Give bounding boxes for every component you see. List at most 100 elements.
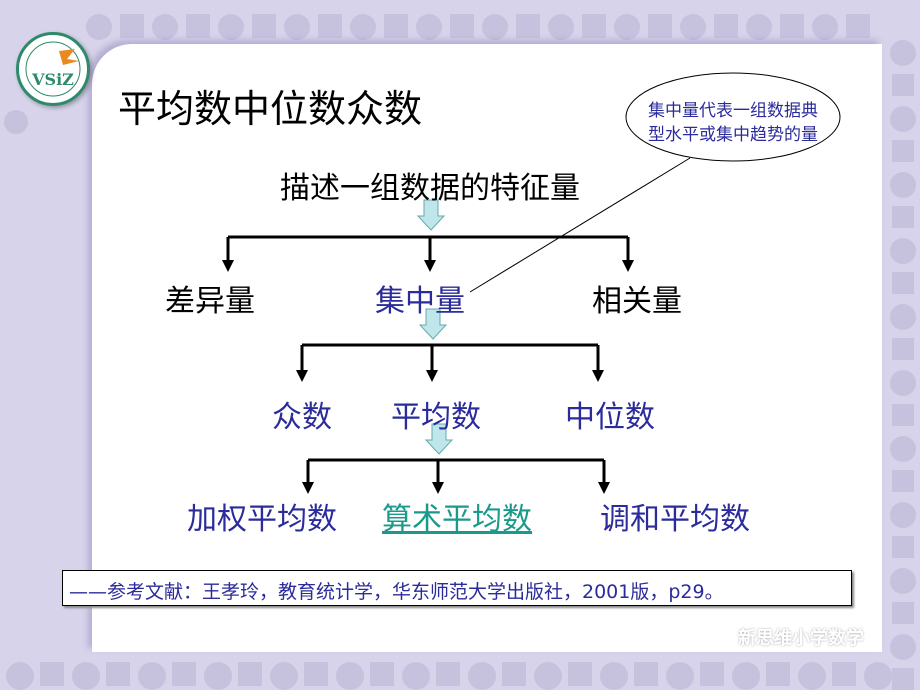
frame-decoration [350, 14, 376, 40]
frame-decoration [436, 662, 460, 686]
frame-decoration [732, 662, 760, 690]
frame-decoration [186, 14, 210, 38]
reference-text: ——参考文献：王孝玲，教育统计学，华东师范大学出版社，2001版，p29。 [69, 581, 724, 603]
frame-decoration [402, 662, 430, 690]
page-title: 平均数中位数众数 [118, 87, 423, 131]
frame-decoration [890, 502, 916, 528]
frame-decoration [766, 662, 790, 686]
frame-decoration [502, 662, 526, 686]
frame-decoration [468, 662, 496, 690]
frame-decoration [172, 662, 196, 686]
callout-line-1: 集中量代表一组数据典 [648, 101, 818, 121]
frame-decoration [892, 140, 914, 162]
frame-decoration [600, 662, 628, 690]
node-mode: 众数 [272, 400, 332, 435]
frame-decoration [812, 14, 838, 40]
frame-decoration [106, 662, 130, 686]
frame-decoration [318, 14, 342, 38]
frame-decoration [120, 14, 144, 38]
frame-decoration [666, 662, 694, 690]
reference-box: ——参考文献：王孝玲，教育统计学，华东师范大学出版社，2001版，p29。 [62, 570, 852, 606]
frame-decoration [304, 662, 328, 686]
node-mean: 平均数 [391, 400, 481, 435]
frame-decoration [384, 14, 408, 38]
frame-decoration [892, 602, 914, 624]
frame-decoration [890, 40, 916, 66]
svg-text:VSiZ: VSiZ [31, 70, 74, 89]
node-dispersion: 差异量 [165, 284, 255, 319]
frame-decoration [890, 568, 916, 594]
frame-decoration [238, 662, 262, 686]
block-arrow-3 [424, 423, 454, 455]
frame-decoration [746, 14, 772, 40]
node-central-tendency: 集中量 [375, 284, 465, 319]
node-arithmetic-mean-link[interactable]: 算术平均数 [382, 502, 532, 537]
frame-decoration [892, 470, 914, 492]
node-weighted-mean: 加权平均数 [187, 502, 337, 537]
frame-decoration [892, 404, 914, 426]
frame-decoration [890, 370, 916, 396]
frame-decoration [890, 304, 916, 330]
frame-decoration [516, 14, 540, 38]
frame-decoration [72, 662, 100, 690]
root-node: 描述一组数据的特征量 [280, 171, 580, 206]
frame-decoration [890, 106, 916, 132]
frame-decoration [890, 634, 916, 660]
frame-decoration [892, 668, 914, 690]
frame-decoration [648, 14, 672, 38]
frame-decoration [482, 14, 508, 40]
watermark: 新思维小学数学 [738, 628, 864, 649]
logo-emblem-icon: VSiZ [25, 41, 81, 97]
frame-decoration [890, 238, 916, 264]
frame-decoration [416, 14, 442, 40]
node-harmonic-mean: 调和平均数 [600, 502, 750, 537]
bracket-level2 [300, 343, 600, 372]
frame-decoration [892, 74, 914, 96]
frame-decoration [336, 662, 364, 690]
frame-decoration [568, 662, 592, 686]
frame-decoration [548, 14, 574, 40]
school-logo: VSiZ [16, 32, 90, 106]
frame-decoration [846, 14, 870, 38]
frame-decoration [892, 338, 914, 360]
frame-decoration [700, 662, 724, 686]
frame-decoration [270, 662, 298, 690]
frame-decoration [6, 662, 34, 690]
node-median: 中位数 [565, 400, 655, 435]
callout-line-2: 型水平或集中趋势的量 [648, 125, 818, 145]
frame-decoration [152, 14, 178, 40]
frame-decoration [680, 14, 706, 40]
frame-decoration [864, 662, 892, 690]
callout-bubble [625, 72, 841, 162]
block-arrow-1 [416, 199, 446, 231]
frame-decoration [450, 14, 474, 38]
frame-decoration [86, 14, 112, 40]
frame-decoration [4, 110, 28, 134]
frame-decoration [40, 662, 64, 686]
frame-decoration [890, 436, 916, 462]
frame-decoration [798, 662, 826, 690]
bracket-level1 [226, 235, 630, 262]
frame-decoration [890, 172, 916, 198]
frame-decoration [634, 662, 658, 686]
callout-pointer [469, 157, 691, 293]
frame-decoration [892, 536, 914, 558]
frame-decoration [714, 14, 738, 38]
frame-decoration [204, 662, 232, 690]
bracket-level3 [306, 458, 606, 484]
frame-decoration [832, 662, 856, 686]
frame-decoration [138, 662, 166, 690]
block-arrow-2 [418, 308, 448, 340]
frame-decoration [892, 272, 914, 294]
frame-decoration [252, 14, 276, 38]
frame-decoration [534, 662, 562, 690]
frame-decoration [218, 14, 244, 40]
node-correlation: 相关量 [592, 284, 682, 319]
frame-decoration [614, 14, 640, 40]
frame-decoration [582, 14, 606, 38]
frame-decoration [780, 14, 804, 38]
frame-decoration [892, 206, 914, 228]
block-arrows [416, 199, 454, 455]
frame-decoration [284, 14, 310, 40]
